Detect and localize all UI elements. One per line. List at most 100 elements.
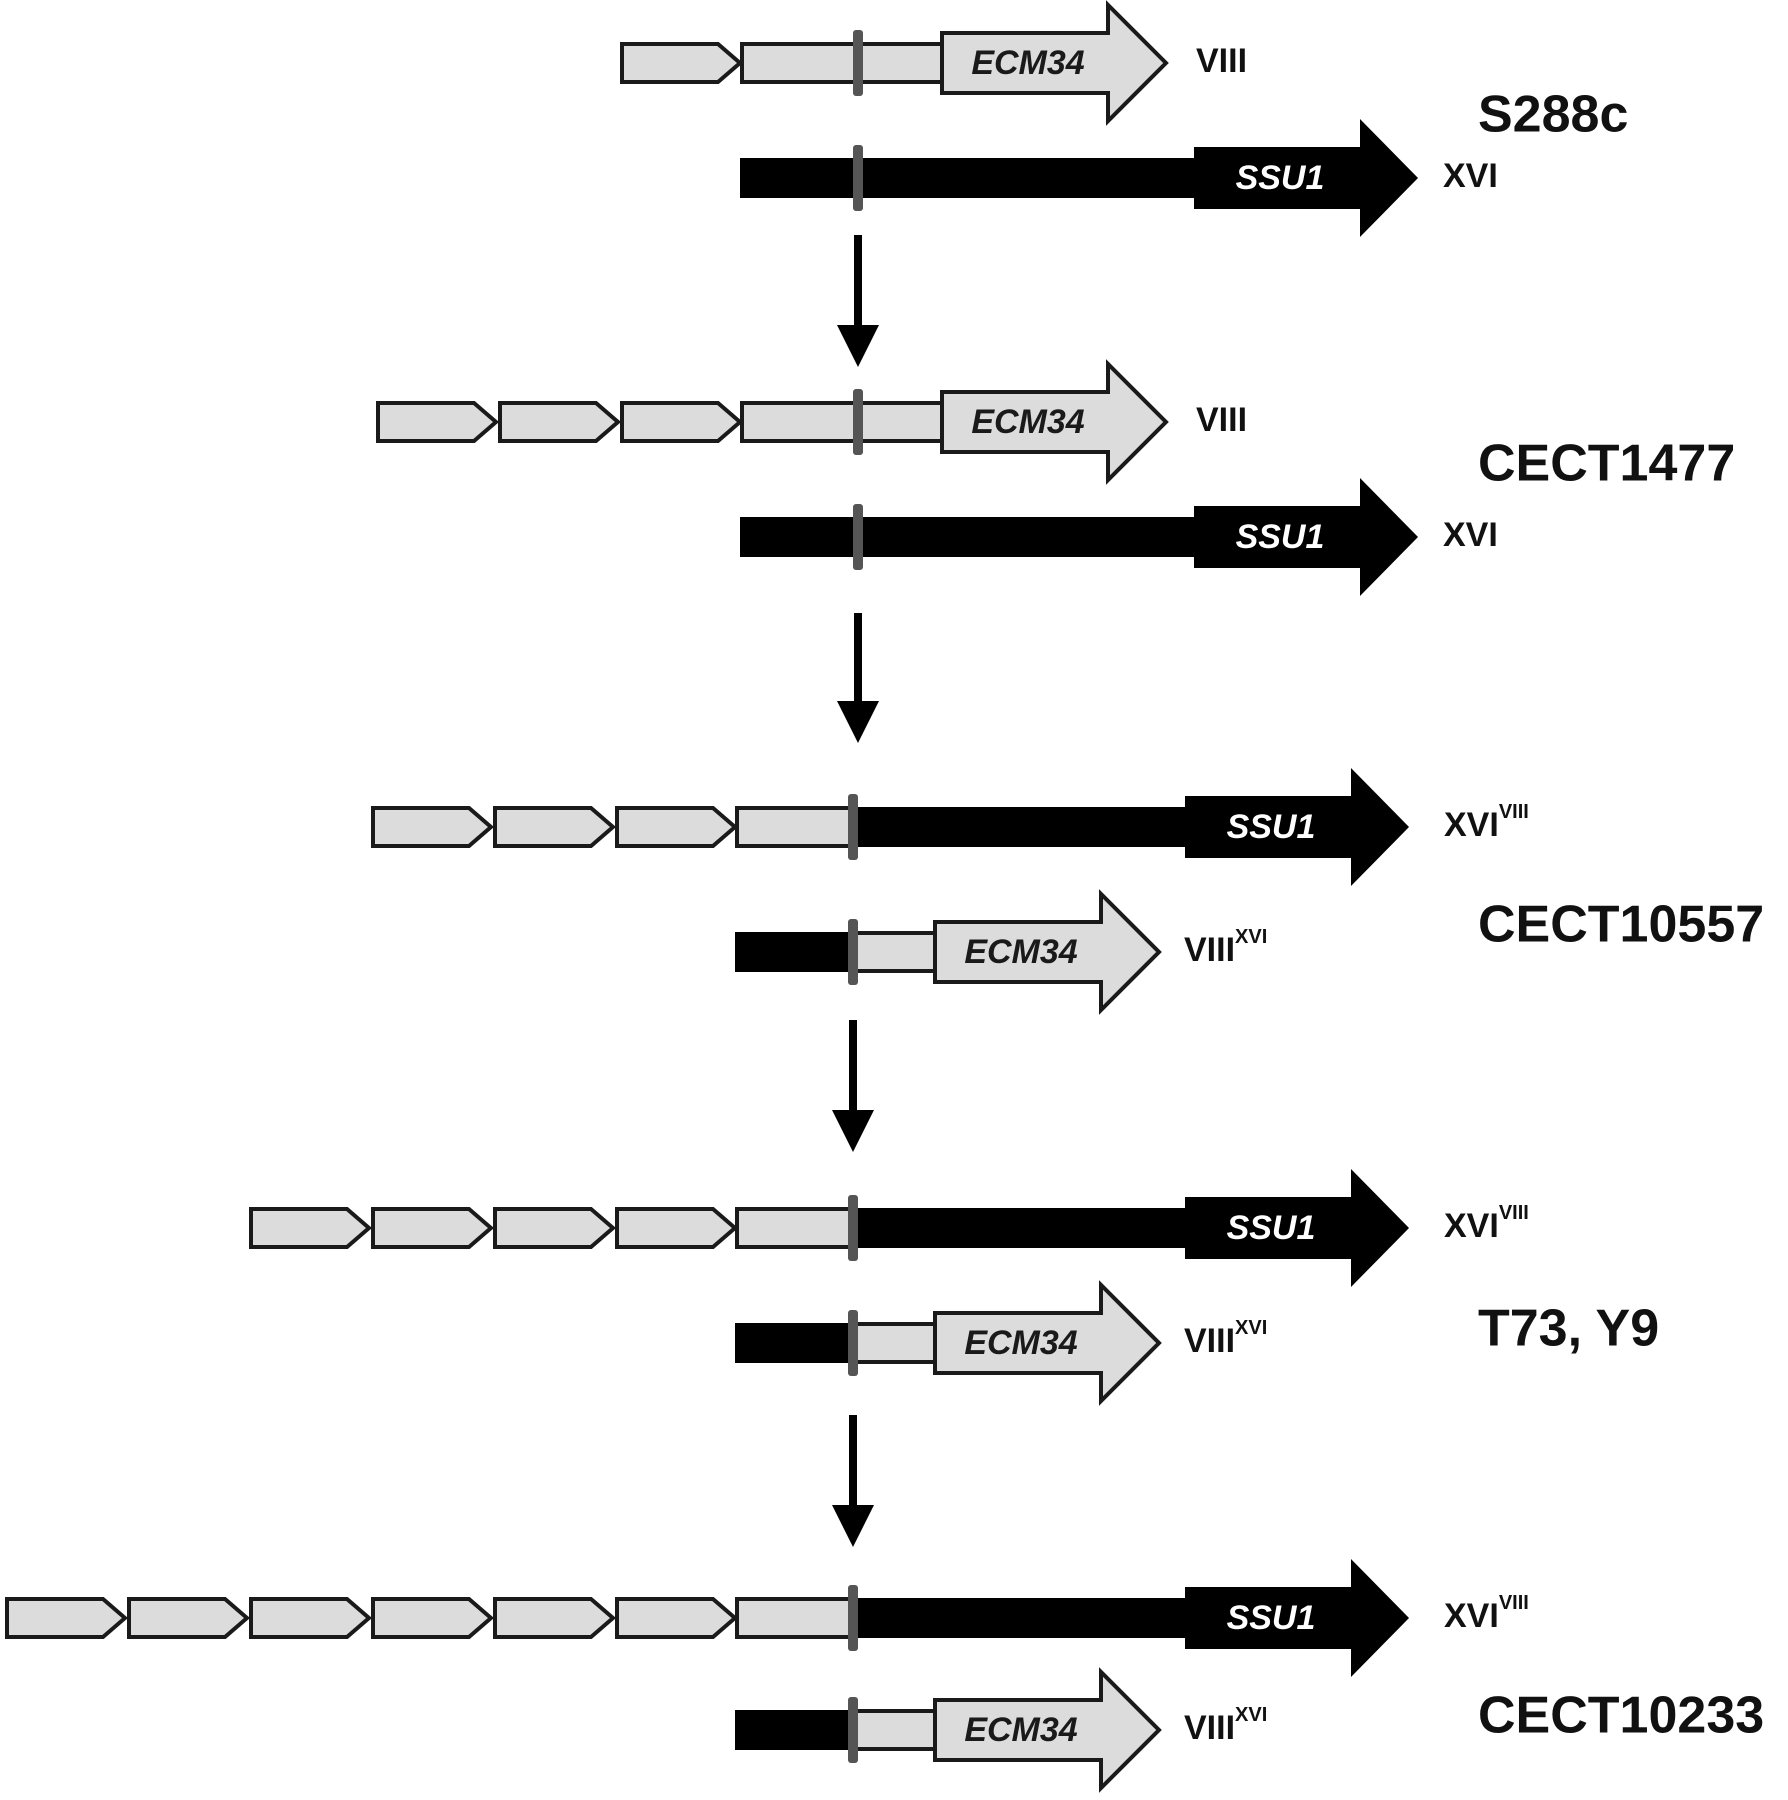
ecm34-gene-label: ECM34 — [971, 44, 1084, 82]
breakpoint-marker — [848, 1585, 858, 1651]
chromosome-superscript: XVI — [1235, 1317, 1267, 1339]
chr16-segment — [735, 1710, 853, 1750]
chromosome-superscript: XVI — [1235, 926, 1267, 948]
breakpoint-marker — [853, 30, 863, 96]
intergenic-segment — [735, 1207, 855, 1249]
ecm34-gene-arrow — [933, 1280, 1162, 1406]
chromosome-label: VIIIXVI — [1184, 1704, 1267, 1747]
ecm34-gene-label: ECM34 — [964, 1711, 1077, 1749]
ecm34-gene-arrow — [940, 0, 1169, 126]
breakpoint-marker — [848, 794, 858, 860]
arrow-shaft — [849, 1020, 857, 1112]
breakpoint-marker — [853, 389, 863, 455]
repeat-element — [5, 1597, 129, 1639]
repeat-element — [376, 401, 500, 443]
chromosome-superscript: XVI — [1235, 1704, 1267, 1726]
ecm34-gene-arrow — [933, 1667, 1162, 1793]
bottom-chromosome: ECM34 VIIIXVI — [735, 1280, 1267, 1406]
strain-name: CECT1477 — [1478, 435, 1735, 493]
strain-group-1: ECM34 VIII SSU1 XVI CECT1477 — [376, 359, 1735, 596]
arrow-shaft — [849, 1415, 857, 1507]
transition-arrow-icon — [837, 235, 879, 367]
chromosome-label: VIII — [1196, 401, 1247, 439]
repeat-element — [493, 1207, 617, 1249]
arrow-shaft — [854, 235, 862, 327]
ssu1-gene-arrow — [1185, 1559, 1409, 1677]
breakpoint-marker — [853, 504, 863, 570]
breakpoint-marker — [848, 919, 858, 985]
ssu1-gene-arrow — [1194, 119, 1418, 237]
chr16-segment — [740, 517, 1194, 557]
ssu1-gene-label: SSU1 — [1236, 518, 1325, 556]
arrow-head — [832, 1110, 874, 1152]
chromosome-label: XVI — [1443, 157, 1498, 195]
chromosome-label: XVIVIII — [1444, 801, 1529, 844]
chromosome-label: VIIIXVI — [1184, 926, 1267, 969]
bottom-chromosome: SSU1 XVI — [740, 478, 1498, 596]
transition-arrow-icon — [837, 613, 879, 743]
intergenic-segment — [740, 401, 944, 443]
repeat-element — [249, 1207, 373, 1249]
chr16-segment — [735, 932, 853, 972]
ecm34-gene-arrow — [940, 359, 1169, 485]
arrow-head — [837, 701, 879, 743]
chromosome-label: XVIVIII — [1444, 1592, 1529, 1635]
chromosome-superscript: VIII — [1499, 801, 1529, 823]
top-chromosome: SSU1 XVIVIII — [371, 768, 1529, 886]
ssu1-gene-label: SSU1 — [1227, 1599, 1316, 1637]
ecm34-gene-label: ECM34 — [971, 403, 1084, 441]
ssu1-gene-label: SSU1 — [1236, 159, 1325, 197]
chr16-segment — [853, 1208, 1185, 1248]
repeat-element — [620, 42, 744, 84]
intergenic-segment — [851, 931, 937, 973]
ssu1-gene-arrow — [1194, 478, 1418, 596]
repeat-element — [493, 1597, 617, 1639]
repeat-element — [371, 806, 495, 848]
ssu1-gene-arrow — [1185, 768, 1409, 886]
strain-name: T73, Y9 — [1478, 1300, 1659, 1358]
ecm34-gene-label: ECM34 — [964, 933, 1077, 971]
breakpoint-marker — [848, 1310, 858, 1376]
repeat-element — [249, 1597, 373, 1639]
breakpoint-marker — [848, 1195, 858, 1261]
arrow-shaft — [854, 613, 862, 703]
transition-arrow-icon — [832, 1415, 874, 1547]
ssu1-gene-label: SSU1 — [1227, 808, 1316, 846]
ssu1-gene-arrow — [1185, 1169, 1409, 1287]
bottom-chromosome: SSU1 XVI — [740, 119, 1498, 237]
ecm34-gene-arrow — [933, 889, 1162, 1015]
breakpoint-marker — [848, 1697, 858, 1763]
arrow-head — [832, 1505, 874, 1547]
top-chromosome: ECM34 VIII — [376, 359, 1247, 485]
chr16-segment — [853, 807, 1185, 847]
bottom-chromosome: ECM34 VIIIXVI — [735, 1667, 1267, 1793]
repeat-element — [620, 401, 744, 443]
strain-name: CECT10557 — [1478, 896, 1764, 954]
bottom-chromosome: ECM34 VIIIXVI — [735, 889, 1267, 1015]
intergenic-segment — [735, 806, 855, 848]
ssu1-gene-label: SSU1 — [1227, 1209, 1316, 1247]
chromosome-superscript: VIII — [1499, 1592, 1529, 1614]
chromosome-label: XVI — [1443, 516, 1498, 554]
repeat-element — [371, 1597, 495, 1639]
intergenic-segment — [740, 42, 944, 84]
arrow-head — [837, 325, 879, 367]
intergenic-segment — [735, 1597, 855, 1639]
intergenic-segment — [851, 1709, 937, 1751]
strain-name: CECT10233 — [1478, 1687, 1764, 1745]
top-chromosome: SSU1 XVIVIII — [5, 1559, 1529, 1677]
chromosome-superscript: VIII — [1499, 1202, 1529, 1224]
repeat-element — [615, 1597, 739, 1639]
chromosome-label: VIIIXVI — [1184, 1317, 1267, 1360]
repeat-element — [615, 1207, 739, 1249]
ecm34-gene-label: ECM34 — [964, 1324, 1077, 1362]
repeat-element — [493, 806, 617, 848]
repeat-element — [615, 806, 739, 848]
